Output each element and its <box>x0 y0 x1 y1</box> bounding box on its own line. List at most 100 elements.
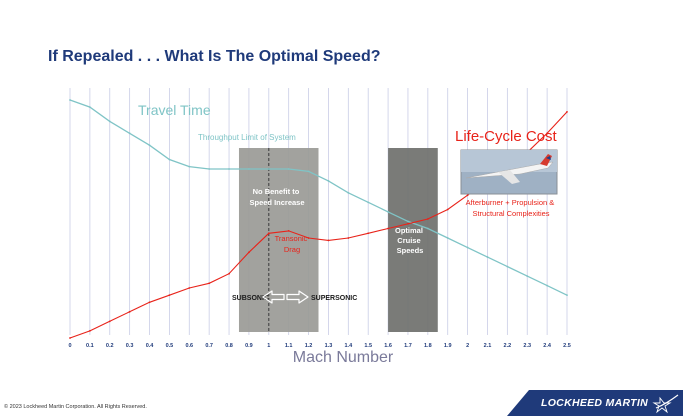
x-tick-label: 0.2 <box>106 343 114 349</box>
left-arrow-icon <box>262 290 285 304</box>
speed-regime-arrows: SUBSONIC SUPERSONIC <box>232 290 357 304</box>
concorde-image-icon <box>460 149 558 195</box>
data-point <box>426 218 429 220</box>
x-tick-label: 1.1 <box>285 343 293 349</box>
x-tick-label: 1.9 <box>444 343 452 349</box>
x-tick-label: 0.9 <box>245 343 253 349</box>
data-point <box>248 251 250 254</box>
lockheed-star-icon <box>652 394 679 414</box>
data-point <box>546 132 549 135</box>
data-point <box>208 282 211 285</box>
no-benefit-label: No Benefit to Speed Increase <box>249 187 304 207</box>
optimal-line-2: Cruise <box>397 236 420 245</box>
data-point <box>566 294 568 297</box>
x-tick-label: 2.4 <box>543 343 552 349</box>
data-point <box>148 144 151 147</box>
x-tick-label: 2.2 <box>504 343 512 349</box>
x-tick-label: 0 <box>68 343 71 349</box>
no-benefit-line-2: Speed Increase <box>249 198 304 207</box>
data-point <box>88 329 91 332</box>
x-tick-label: 1.2 <box>305 343 313 349</box>
data-point <box>307 170 310 173</box>
data-point <box>327 239 330 242</box>
x-tick-label: 0.6 <box>185 343 193 349</box>
x-tick-label: 0.8 <box>225 343 233 349</box>
data-point <box>168 294 171 297</box>
throughput-label: Throughput Limit of System <box>198 133 296 142</box>
data-point <box>566 111 568 113</box>
data-point <box>208 168 211 170</box>
company-logo-text: LOCKHEED MARTIN <box>541 397 648 409</box>
x-tick-label: 1.6 <box>384 343 392 349</box>
data-point <box>267 168 270 170</box>
x-tick-label: 0.1 <box>86 343 94 349</box>
chart-regions <box>238 148 438 332</box>
data-point <box>128 310 131 313</box>
subsonic-label: SUBSONIC <box>232 295 269 302</box>
x-tick-label: 0.5 <box>166 343 174 349</box>
data-point <box>108 320 111 323</box>
data-point <box>486 256 489 258</box>
data-point <box>387 210 389 213</box>
data-point <box>347 191 350 194</box>
x-tick-label: 1.8 <box>424 343 432 349</box>
data-point <box>228 168 230 170</box>
transonic-line-2: Drag <box>284 245 300 254</box>
x-tick-label: 2.1 <box>484 343 492 349</box>
data-point <box>108 120 111 123</box>
data-point <box>367 232 370 235</box>
shaded-region <box>238 148 319 332</box>
data-point <box>367 201 370 204</box>
x-tick-label: 0.7 <box>205 343 213 349</box>
data-point <box>387 227 389 230</box>
copyright-footer: © 2023 Lockheed Martin Corporation. All … <box>4 404 147 410</box>
data-point <box>287 230 290 232</box>
x-tick-label: 2.3 <box>523 343 531 349</box>
data-point <box>128 132 131 135</box>
series-line-travel-time <box>69 99 568 296</box>
data-point <box>506 265 509 268</box>
data-point <box>168 158 171 161</box>
optimal-line-3: Speeds <box>397 246 424 255</box>
optimal-cruise-label: Optimal Cruise Speeds <box>395 226 425 255</box>
data-point <box>526 275 529 278</box>
optimal-line-1: Optimal <box>395 226 423 235</box>
x-tick-label: 2.5 <box>563 343 571 349</box>
x-tick-label: 0.3 <box>126 343 134 349</box>
data-point <box>327 180 330 182</box>
shaded-region <box>388 148 438 332</box>
life-cycle-cost-label: Life-Cycle Cost <box>455 128 558 145</box>
data-point <box>446 208 449 211</box>
transonic-drag-label: Transonic Drag <box>275 234 310 254</box>
x-tick-label: 1.3 <box>325 343 333 349</box>
x-tick-label: 1.5 <box>364 343 372 349</box>
data-point <box>407 222 409 225</box>
data-point <box>148 301 151 304</box>
x-tick-label: 1 <box>267 343 270 349</box>
data-point <box>307 237 310 239</box>
data-point <box>466 246 469 249</box>
right-arrow-icon <box>286 290 309 304</box>
afterburner-line-2: Structural Complexities <box>472 209 549 218</box>
data-point <box>426 227 429 230</box>
data-point <box>69 99 71 101</box>
x-tick-label: 0.4 <box>146 343 155 349</box>
afterburner-line-1: Afterburner + Propulsion & <box>466 198 555 207</box>
transonic-line-1: Transonic <box>275 234 308 243</box>
x-tick-label: 1.7 <box>404 343 412 349</box>
data-point <box>248 168 250 170</box>
data-point <box>228 272 230 275</box>
logo-banner <box>507 390 683 416</box>
data-point <box>267 232 270 235</box>
data-point <box>88 106 91 109</box>
afterburner-label: Afterburner + Propulsion & Structural Co… <box>466 198 557 218</box>
data-point <box>347 237 350 239</box>
data-point <box>69 337 71 339</box>
slide-title: If Repealed . . . What Is The Optimal Sp… <box>48 48 381 65</box>
data-point <box>407 220 409 223</box>
x-tick-labels: 0 0.1 0.2 0.3 0.4 0.5 0.6 0.7 0.8 0.9 1 1.1 1.2 1.3 1.… <box>68 343 570 349</box>
data-point <box>546 284 549 287</box>
travel-time-label: Travel Time <box>138 102 211 118</box>
